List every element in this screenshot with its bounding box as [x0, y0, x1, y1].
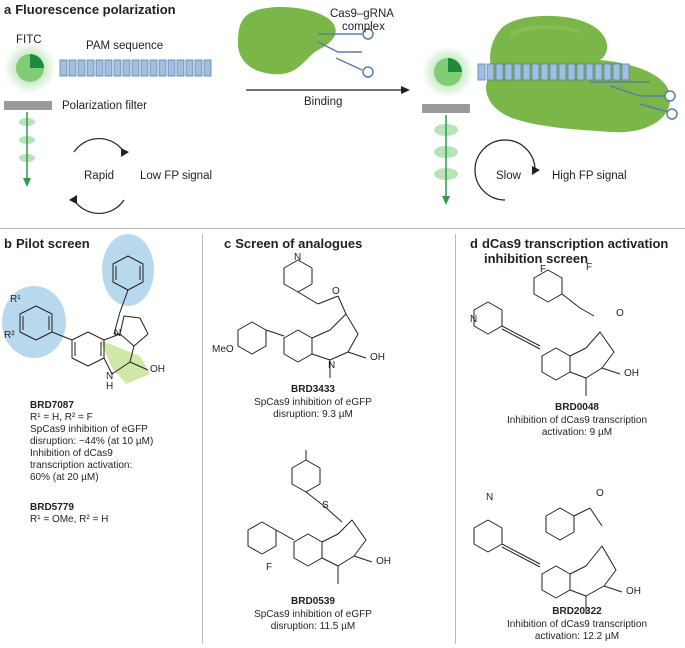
- atom-n-c1: N: [294, 252, 302, 263]
- high-fp-signal-label: High FP signal: [552, 170, 627, 182]
- atom-oh-d2: OH: [626, 586, 641, 597]
- r2-label: R²: [4, 330, 15, 341]
- brd7087-caption: BRD7087 R¹ = H, R² = F SpCas9 inhibition…: [30, 400, 154, 483]
- atom-o-d1: O: [616, 308, 624, 319]
- brd0048-caption: BRD0048 Inhibition of dCas9 transcriptio…: [492, 402, 662, 440]
- rapid-label: Rapid: [84, 170, 115, 182]
- polarization-filter-label: Polarization filter: [62, 100, 148, 112]
- pam-sequence-left: [59, 59, 212, 77]
- atom-n-c2: N: [328, 360, 336, 371]
- binding-label: Binding: [304, 96, 343, 108]
- brd0539-caption: BRD0539 SpCas9 inhibition of eGFP disrup…: [232, 596, 394, 634]
- slow-label: Slow: [496, 170, 521, 182]
- meo-label: MeO: [212, 344, 234, 355]
- atom-oh-c1: OH: [370, 352, 385, 363]
- atom-oh-d1: OH: [624, 368, 639, 379]
- brd20322-caption: BRD20322 Inhibition of dCas9 transcripti…: [492, 606, 662, 644]
- atom-n-d1: N: [470, 314, 478, 325]
- panel-a-illustration: [4, 7, 678, 214]
- atom-n-d2: N: [486, 492, 494, 503]
- brd5779-name: BRD5779: [30, 502, 74, 513]
- brd3433-name: BRD3433: [291, 384, 335, 395]
- brd5779-caption: BRD5779 R¹ = OMe, R² = H: [30, 502, 109, 525]
- pam-sequence-label: PAM sequence: [86, 40, 164, 52]
- polarization-filter-left: [4, 101, 52, 110]
- low-fp-signal-label: Low FP signal: [140, 170, 213, 182]
- atom-s-c2: S: [322, 500, 329, 511]
- atom-o-d2: O: [596, 488, 604, 499]
- atom-o-c1: O: [332, 286, 340, 297]
- panel-divider-horizontal: [0, 228, 685, 229]
- brd20322-name: BRD20322: [552, 606, 602, 617]
- panel-divider-vertical-1: [202, 234, 203, 644]
- rapid-rotation-circle: [73, 138, 125, 214]
- polarized-light-left: [19, 112, 35, 187]
- pam-sequence-right: [477, 63, 630, 81]
- grna-middle: [317, 28, 374, 78]
- polarized-light-right: [434, 115, 458, 205]
- cas9-complex-middle: [238, 7, 336, 75]
- slow-rotation-circle: [474, 139, 536, 201]
- atom-f-c2: F: [266, 562, 273, 573]
- brd0048-name: BRD0048: [555, 402, 599, 413]
- grna-right: [590, 81, 678, 120]
- atom-oh-b: OH: [150, 364, 165, 375]
- atom-f-d1a: F: [540, 264, 547, 275]
- brd3433-caption: BRD3433 SpCas9 inhibition of eGFP disrup…: [232, 384, 394, 422]
- brd0539-name: BRD0539: [291, 596, 335, 607]
- polarization-filter-right: [422, 104, 470, 113]
- atom-n-b1: N: [114, 328, 122, 339]
- atom-oh-c2: OH: [376, 556, 391, 567]
- r1-label: R¹: [10, 294, 21, 305]
- brd7087-name: BRD7087: [30, 400, 74, 411]
- panel-divider-vertical-2: [455, 234, 456, 644]
- cas9-complex-label: Cas9–gRNA complex: [330, 8, 394, 33]
- atom-f-d1b: F: [586, 262, 593, 273]
- fitc-label: FITC: [16, 34, 42, 46]
